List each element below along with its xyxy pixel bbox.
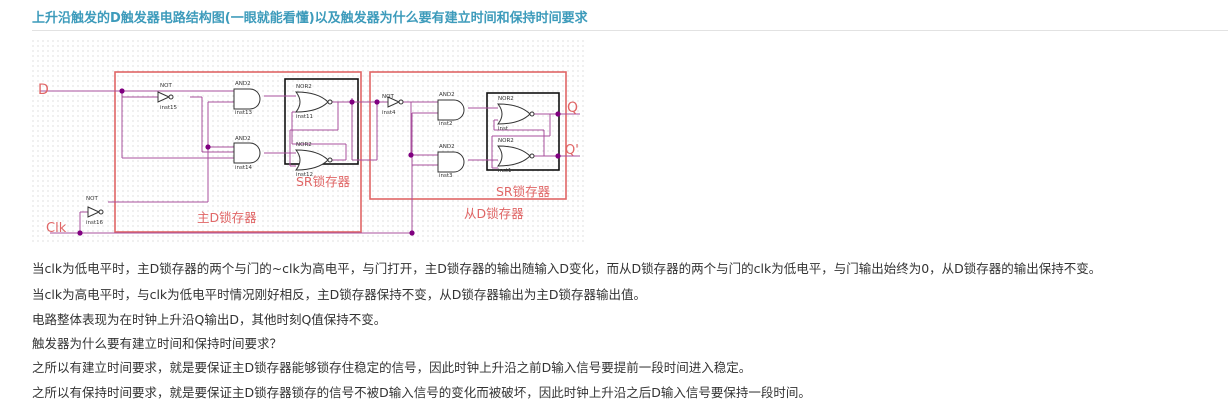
not-bubble — [98, 209, 104, 215]
paragraph: 触发器为什么要有建立时间和保持时间要求？ — [32, 336, 283, 351]
nor-gate-inst — [496, 103, 531, 125]
and-gate-inst2 — [437, 99, 465, 121]
slave-sr-latch-label: SR锁存器 — [496, 184, 551, 199]
not-bubble — [168, 94, 174, 100]
paragraph: 当clk为低电平时，主D锁存器的两个与门的~clk为高电平，与门打开，主D锁存器… — [32, 261, 1102, 276]
gate-instance-label: inst4 — [382, 110, 396, 116]
not-gate-inst16 — [87, 206, 101, 218]
gate-type-label: AND2 — [439, 92, 455, 98]
and-gate-inst14 — [233, 142, 261, 164]
paragraph: 之所以有建立时间要求，就是要保证主D锁存器能够锁存住稳定的信号，因此时钟上升沿之… — [32, 360, 752, 375]
signal-clk-label: Clk — [46, 221, 67, 236]
nor-gate-inst12 — [294, 149, 329, 171]
signal-q-label: Q — [567, 100, 578, 116]
paragraph: 当clk为高电平时，与clk为低电平时情况刚好相反，主D锁存器保持不变，从D锁存… — [32, 287, 647, 302]
signal-d-label: D — [38, 82, 49, 98]
gate-instance-label: inst16 — [86, 220, 104, 226]
and-gate-inst3 — [437, 151, 465, 173]
gate-instance-label: inst — [498, 126, 509, 132]
gate-instance-label: inst15 — [160, 105, 178, 111]
gate-instance-label: inst3 — [439, 173, 453, 179]
gate-type-label: AND2 — [235, 136, 251, 142]
gate-type-label: NOT — [86, 196, 98, 202]
gate-instance-label: inst1 — [498, 168, 512, 174]
gate-instance-label: inst12 — [296, 172, 313, 178]
paragraph: 之所以有保持时间要求，就是要保证主D锁存器锁存的信号不被D输入信号的变化而被破坏… — [32, 385, 811, 400]
nor-bubble — [529, 111, 535, 117]
gate-type-label: NOT — [382, 94, 394, 100]
slave-latch-box — [369, 71, 567, 200]
slave-latch-label: 从D锁存器 — [464, 206, 524, 221]
wires — [40, 90, 580, 234]
junction-nodes — [77, 88, 561, 236]
not-gate-inst4 — [387, 96, 401, 108]
gate-instance-label: inst11 — [296, 114, 313, 120]
not-bubble — [398, 99, 404, 105]
nor-gate-inst11 — [294, 91, 329, 113]
signal-qn-label: Q' — [565, 143, 579, 158]
master-latch-box — [114, 71, 362, 233]
gate-type-label: NOT — [160, 83, 172, 89]
gate-type-label: NOR2 — [498, 96, 514, 102]
nor-bubble — [327, 157, 333, 163]
article-title: 上升沿触发的D触发器电路结构图(一眼就能看懂)以及触发器为什么要有建立时间和保持… — [32, 11, 588, 26]
paragraph: 电路整体表现为在时钟上升沿Q输出D，其他时刻Q值保持不变。 — [32, 312, 387, 327]
gate-type-label: AND2 — [439, 144, 455, 150]
gate-type-label: NOR2 — [296, 142, 312, 148]
gate-type-label: AND2 — [235, 81, 251, 87]
not-gate-inst15 — [157, 91, 171, 103]
nor-bubble — [529, 153, 535, 159]
and-gate-inst13 — [233, 88, 261, 110]
gate-instance-label: inst14 — [235, 165, 253, 171]
gate-instance-label: inst13 — [235, 110, 253, 116]
gate-instance-label: inst2 — [439, 121, 453, 127]
title-divider — [32, 30, 1228, 31]
nor-gate-inst1 — [496, 145, 531, 167]
flip-flop-circuit-diagram: NOT inst15 AND2 inst13 AND2 inst14 NOR2 … — [32, 40, 584, 245]
gate-type-label: NOR2 — [296, 84, 312, 90]
slave-sr-latch-box — [486, 92, 560, 171]
master-latch-label: 主D锁存器 — [197, 210, 257, 225]
master-sr-latch-label: SR锁存器 — [296, 174, 351, 189]
gate-type-label: NOR2 — [498, 138, 514, 144]
nor-bubble — [327, 99, 333, 105]
